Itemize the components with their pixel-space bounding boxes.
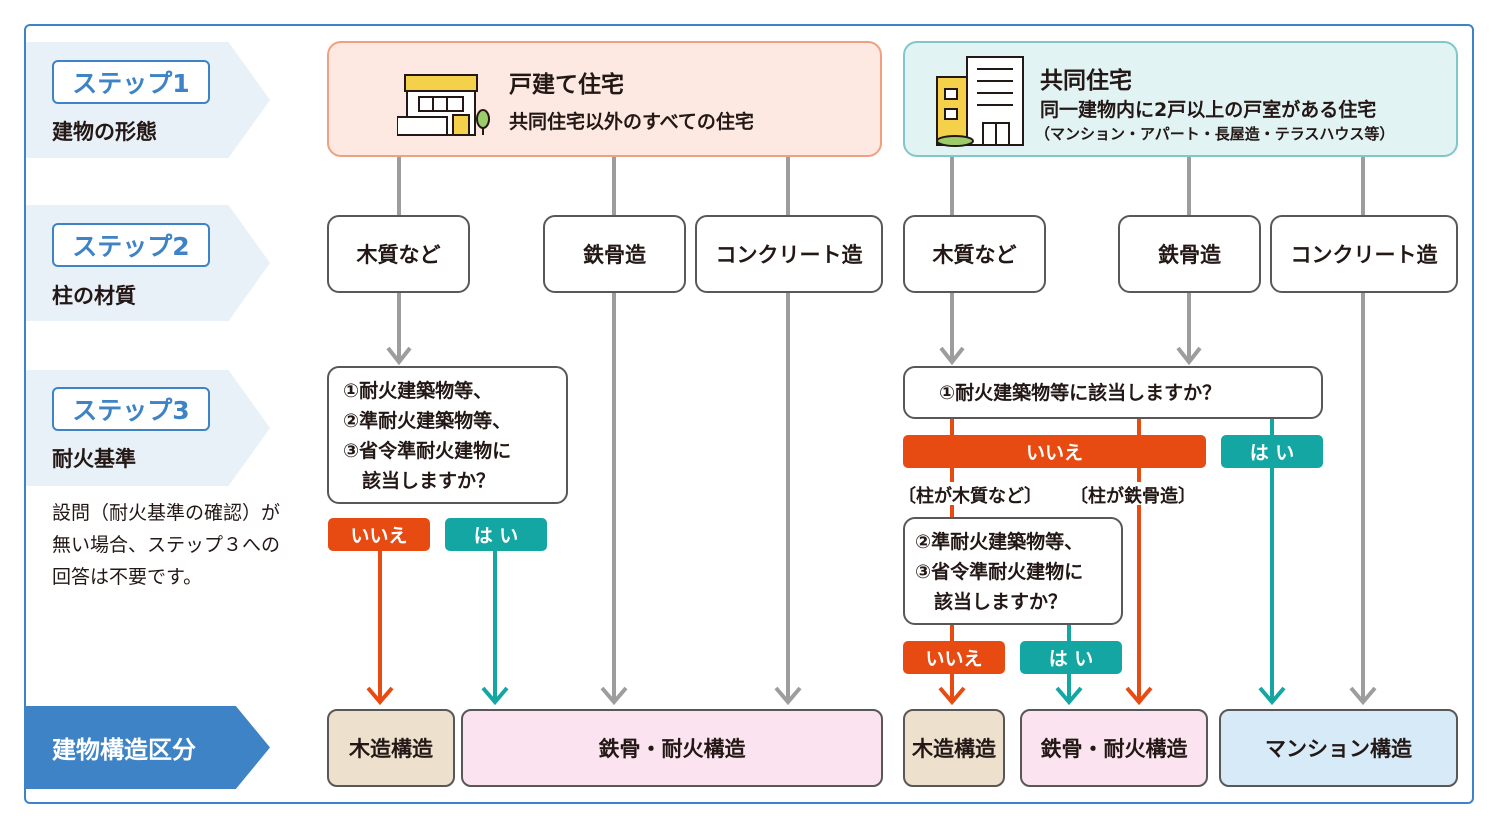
- detached-house-box: 戸建て住宅 共同住宅以外のすべての住宅: [327, 41, 882, 157]
- apartment-material-concrete: コンクリート造: [1270, 215, 1458, 293]
- arrow-apt-wood-q: [939, 346, 965, 366]
- arrow-apt-steel-res: [1125, 686, 1153, 706]
- arrow-house-steel-res: [600, 686, 628, 706]
- apartment-title: 共同住宅: [1040, 68, 1132, 94]
- apartment-q2-answer-yes: は い: [1020, 641, 1122, 674]
- condition-wood: 〔柱が木質など〕: [898, 486, 1042, 507]
- house-icon: [397, 74, 490, 136]
- apartment-fire-question-1: ①耐火建築物等に該当しますか？: [903, 366, 1323, 419]
- apartment-fire-question-2: ②準耐火建築物等、 ③省令準耐火建物に 該当しますか？: [903, 517, 1123, 625]
- arrow-apt-q2-yes: [1055, 686, 1083, 706]
- house-material-concrete: コンクリート造: [695, 215, 883, 293]
- apartment-result-wood: 木造構造: [903, 709, 1005, 787]
- house-subtitle: 共同住宅以外のすべての住宅: [509, 111, 754, 133]
- apartment-question-2-line-1: ②準耐火建築物等、: [915, 531, 1084, 553]
- apartment-q2-answer-no: いいえ: [903, 641, 1005, 674]
- final-category-band: 建物構造区分: [26, 706, 270, 789]
- house-result-wood: 木造構造: [327, 709, 455, 787]
- final-category-label: 建物構造区分: [52, 736, 196, 764]
- apartment-icon: [936, 56, 1024, 147]
- house-result-steel: 鉄骨・耐火構造: [461, 709, 883, 787]
- apartment-subtitle: 同一建物内に2戸以上の戸室がある住宅: [1040, 99, 1377, 121]
- apartment-result-steel: 鉄骨・耐火構造: [1020, 709, 1208, 787]
- apartment-result-mansion: マンション構造: [1219, 709, 1458, 787]
- house-material-steel: 鉄骨造: [543, 215, 686, 293]
- house-answer-no: いいえ: [328, 518, 430, 551]
- house-answer-yes: は い: [445, 518, 547, 551]
- step1-label: 建物の形態: [52, 120, 157, 144]
- house-title: 戸建て住宅: [509, 72, 624, 98]
- apartment-box: 共同住宅 同一建物内に2戸以上の戸室がある住宅 （マンション・アパート・長屋造・…: [903, 41, 1458, 157]
- step2-tag: ステップ2: [52, 223, 210, 267]
- apartment-material-wood: 木質など: [903, 215, 1046, 293]
- apartment-question-2-line-3: 該当しますか？: [915, 591, 1068, 613]
- house-fire-question: ①耐火建築物等、 ②準耐火建築物等、 ③省令準耐火建物に 該当しますか？: [327, 366, 568, 504]
- step1-tag: ステップ1: [52, 60, 210, 104]
- arrow-house-yes: [481, 686, 509, 706]
- apartment-note: （マンション・アパート・長屋造・テラスハウス等）: [1035, 125, 1395, 143]
- arrow-apt-q2-no: [938, 686, 966, 706]
- step2-label: 柱の材質: [52, 284, 136, 308]
- house-question-line-4: 該当しますか？: [343, 470, 496, 492]
- diagram-frame: [24, 24, 1474, 804]
- apartment-answer-yes: は い: [1221, 435, 1323, 468]
- house-material-wood: 木質など: [327, 215, 470, 293]
- apartment-material-steel: 鉄骨造: [1118, 215, 1261, 293]
- apartment-answer-no: いいえ: [903, 435, 1206, 468]
- condition-steel: 〔柱が鉄骨造〕: [1070, 486, 1196, 507]
- arrow-apt-yes: [1258, 686, 1286, 706]
- apartment-question-1-text: ①耐火建築物等に該当しますか？: [939, 381, 1222, 404]
- step3-tag: ステップ3: [52, 387, 210, 431]
- house-question-line-2: ②準耐火建築物等、: [343, 410, 512, 432]
- arrow-house-no: [366, 686, 394, 706]
- arrow-apt-concrete-res: [1349, 686, 1377, 706]
- house-question-line-1: ①耐火建築物等、: [343, 380, 493, 402]
- arrow-apt-steel-q: [1176, 346, 1202, 366]
- arrow-house-wood-q: [386, 346, 412, 366]
- apartment-question-2-line-2: ③省令準耐火建物に: [915, 561, 1084, 583]
- arrow-house-concrete-res: [774, 686, 802, 706]
- house-question-line-3: ③省令準耐火建物に: [343, 440, 512, 462]
- step3-note: 設問（耐火基準の確認）が無い場合、ステップ３への回答は不要です。: [52, 502, 281, 588]
- step3-label: 耐火基準: [52, 447, 136, 471]
